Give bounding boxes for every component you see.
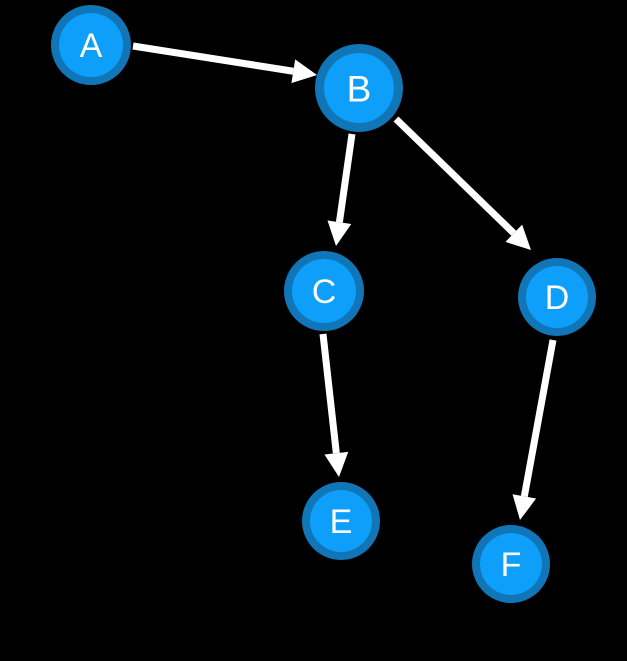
node-b[interactable]: B [315,44,403,132]
edge-layer [132,42,557,520]
node-fill [59,13,123,77]
node-e[interactable]: E [302,482,380,560]
node-fill [526,266,588,328]
node-layer: A B C D E F [51,5,596,603]
arrowhead-icon [512,494,537,520]
edge-a-to-b [132,42,317,84]
edge-shaft [132,42,294,75]
edge-shaft [319,333,340,454]
arrowhead-icon [505,224,531,250]
node-a[interactable]: A [51,5,131,85]
node-fill [324,53,394,123]
node-label: F [501,546,522,584]
arrowhead-icon [291,59,317,84]
edge-shaft [335,133,356,223]
node-fill [310,490,372,552]
edge-shaft [393,116,517,236]
node-d[interactable]: D [518,258,596,336]
edge-c-to-e [319,333,349,477]
edge-b-to-c [327,133,356,246]
edge-b-to-d [393,116,531,250]
arrowhead-icon [324,451,349,477]
arrowhead-icon [327,220,352,246]
node-label: B [347,69,372,110]
node-c[interactable]: C [284,251,364,331]
node-fill [480,533,542,595]
node-label: A [80,27,103,65]
node-label: D [545,279,570,317]
node-fill [292,259,356,323]
node-label: C [312,273,337,311]
edge-shaft [520,339,557,498]
node-f[interactable]: F [472,525,550,603]
edge-d-to-f [512,339,557,520]
node-label: E [330,503,353,541]
